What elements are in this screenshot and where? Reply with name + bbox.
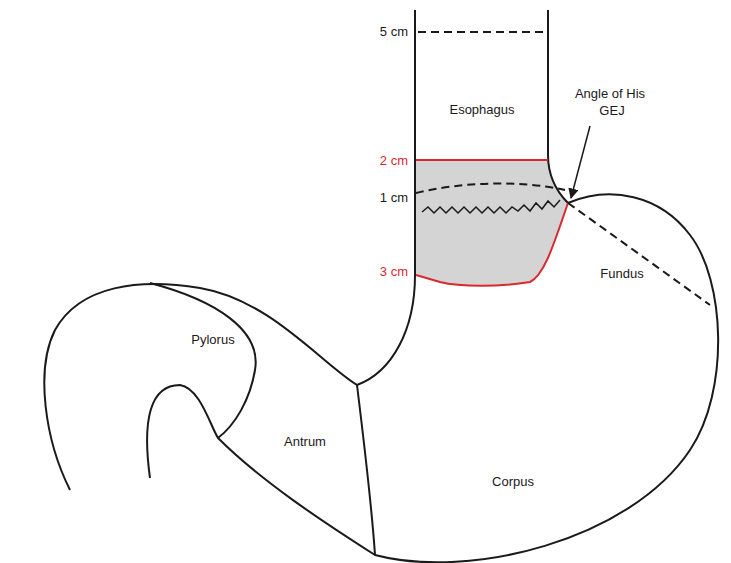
measure-label: 2 cm: [380, 153, 408, 169]
fundus-line: [568, 203, 710, 305]
upper-contour: [44, 10, 415, 490]
region-label: Antrum: [284, 434, 326, 450]
gej-zone: [416, 160, 568, 286]
region-label: Pylorus: [191, 332, 234, 348]
leader-arrow: [571, 126, 590, 198]
level-line-red: [416, 203, 568, 286]
pylorus-boundary: [150, 283, 256, 438]
measure-label: 3 cm: [380, 264, 408, 280]
antrum-boundary: [357, 385, 375, 555]
measure-label: 5 cm: [380, 24, 408, 40]
level-line: [418, 31, 546, 33]
callout-label: Angle of His: [575, 86, 645, 102]
z-line: [422, 200, 560, 213]
lower-contour: [147, 10, 718, 562]
callout-label: GEJ: [599, 103, 624, 119]
region-label: Esophagus: [449, 102, 514, 118]
measure-label: 1 cm: [380, 190, 408, 206]
region-label: Fundus: [600, 266, 643, 282]
level-line-red: [416, 159, 548, 161]
level-line: [416, 184, 565, 193]
region-label: Corpus: [492, 474, 534, 490]
